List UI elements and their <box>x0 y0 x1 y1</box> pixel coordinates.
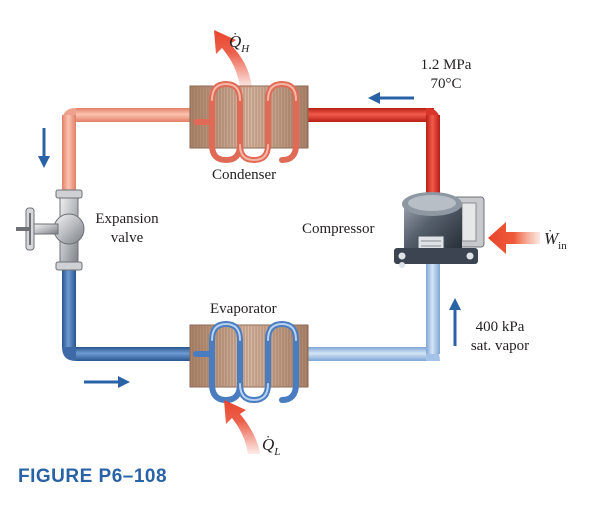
suction-line-pipe <box>306 262 440 361</box>
work-input-arrow <box>488 222 540 254</box>
heat-absorption-arrow <box>224 400 260 454</box>
compressor <box>394 192 485 268</box>
low-pressure-pipe <box>62 265 196 361</box>
evaporator-label: Evaporator <box>210 301 277 317</box>
liquid-line-pipe <box>62 108 196 195</box>
low-pressure-label: 400 kPa <box>475 319 525 335</box>
flow-arrow-right-up <box>449 298 461 346</box>
high-pressure-pipe <box>306 108 440 200</box>
flow-arrow-left-down <box>38 128 50 168</box>
flow-arrow-top-right <box>368 92 414 104</box>
evaporator <box>189 320 309 404</box>
heat-high-symbol: ·QH <box>229 26 250 55</box>
expansion-valve <box>16 189 85 271</box>
flow-arrow-bottom-right <box>84 376 130 388</box>
condenser-label: Condenser <box>212 167 277 183</box>
heat-low-symbol: ·QL <box>262 429 281 458</box>
low-state-label: sat. vapor <box>470 338 530 354</box>
high-pressure-label: 1.2 MPa <box>420 57 472 73</box>
work-input-symbol: ·Win <box>544 223 567 252</box>
expansion-valve-label-line1: Expansion <box>95 211 159 227</box>
condenser <box>189 80 309 164</box>
heat-rejection-arrow <box>214 30 252 88</box>
high-temperature-label: 70°C <box>430 76 462 92</box>
compressor-label: Compressor <box>302 221 375 237</box>
expansion-valve-label-line2: valve <box>110 230 144 246</box>
figure-caption: FIGURE P6–108 <box>18 466 168 487</box>
